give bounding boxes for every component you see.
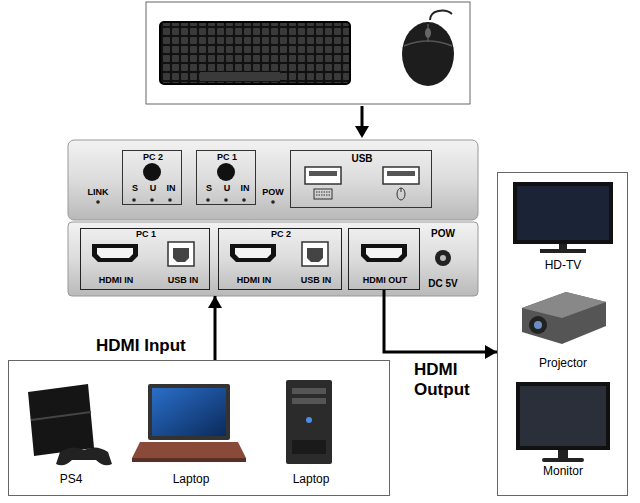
port-label: USB IN	[168, 276, 199, 286]
device-label: Laptop	[293, 473, 330, 486]
peripheral-box	[146, 2, 470, 104]
pc-select-section: PC 2 S U IN	[122, 150, 182, 205]
pc-port-section: PC 1 HDMI IN USB IN	[80, 228, 210, 290]
panel-label: LINK	[88, 188, 109, 198]
back-ports	[92, 242, 451, 266]
usb-arrow	[355, 106, 369, 138]
port-label: HDMI IN	[99, 276, 134, 286]
port-label: HDMI IN	[237, 276, 272, 286]
usb-section: USB	[290, 150, 432, 208]
port-label: PC 2	[271, 230, 291, 240]
device-label: Monitor	[543, 465, 583, 478]
front-controls	[96, 163, 419, 204]
signal-arrow	[384, 290, 497, 352]
back-panel: POW DC 5V PC 1 HDMI IN USB IN PC 2 HDMI IN USB …	[68, 222, 478, 296]
port-label: HDMI OUT	[363, 276, 408, 286]
panel-label: PC 1	[217, 153, 237, 163]
hdmi-out-section: HDMI OUT	[348, 228, 420, 290]
display-box: HD-TV ProjectorMonitor	[497, 172, 628, 496]
front-panel: LINK POW PC 2 S U IN PC 1 S U IN USB	[68, 140, 478, 220]
device-label: Laptop	[173, 473, 210, 486]
back-panel-face	[68, 222, 478, 296]
device-label: HD-TV	[545, 259, 582, 272]
panel-label: USB	[351, 153, 372, 164]
front-panel-face	[68, 140, 478, 220]
source-devices	[28, 380, 332, 465]
panel-label: PC 2	[143, 153, 163, 163]
source-box: PS4 Laptop Laptop	[8, 360, 390, 496]
port-label: DC 5V	[428, 278, 457, 289]
connector-label: HDMI Output	[413, 360, 487, 399]
panel-label: IN	[167, 184, 176, 194]
pc-port-section: PC 2 HDMI IN USB IN	[218, 228, 342, 290]
panel-label: POW	[262, 188, 284, 198]
panel-label: IN	[241, 184, 250, 194]
port-label: USB IN	[301, 276, 332, 286]
pc-select-section: PC 1 S U IN	[196, 150, 256, 205]
panel-label: S	[206, 184, 212, 194]
signal-arrow	[214, 296, 217, 360]
device-label: PS4	[60, 473, 83, 486]
display-devices	[513, 182, 613, 462]
port-label: POW	[431, 228, 455, 239]
panel-label: U	[224, 184, 231, 194]
panel-label: U	[150, 184, 157, 194]
port-label: PC 1	[136, 230, 156, 240]
connector-label: HDMI Input	[95, 336, 187, 356]
panel-label: S	[132, 184, 138, 194]
device-label: Projector	[539, 357, 587, 370]
